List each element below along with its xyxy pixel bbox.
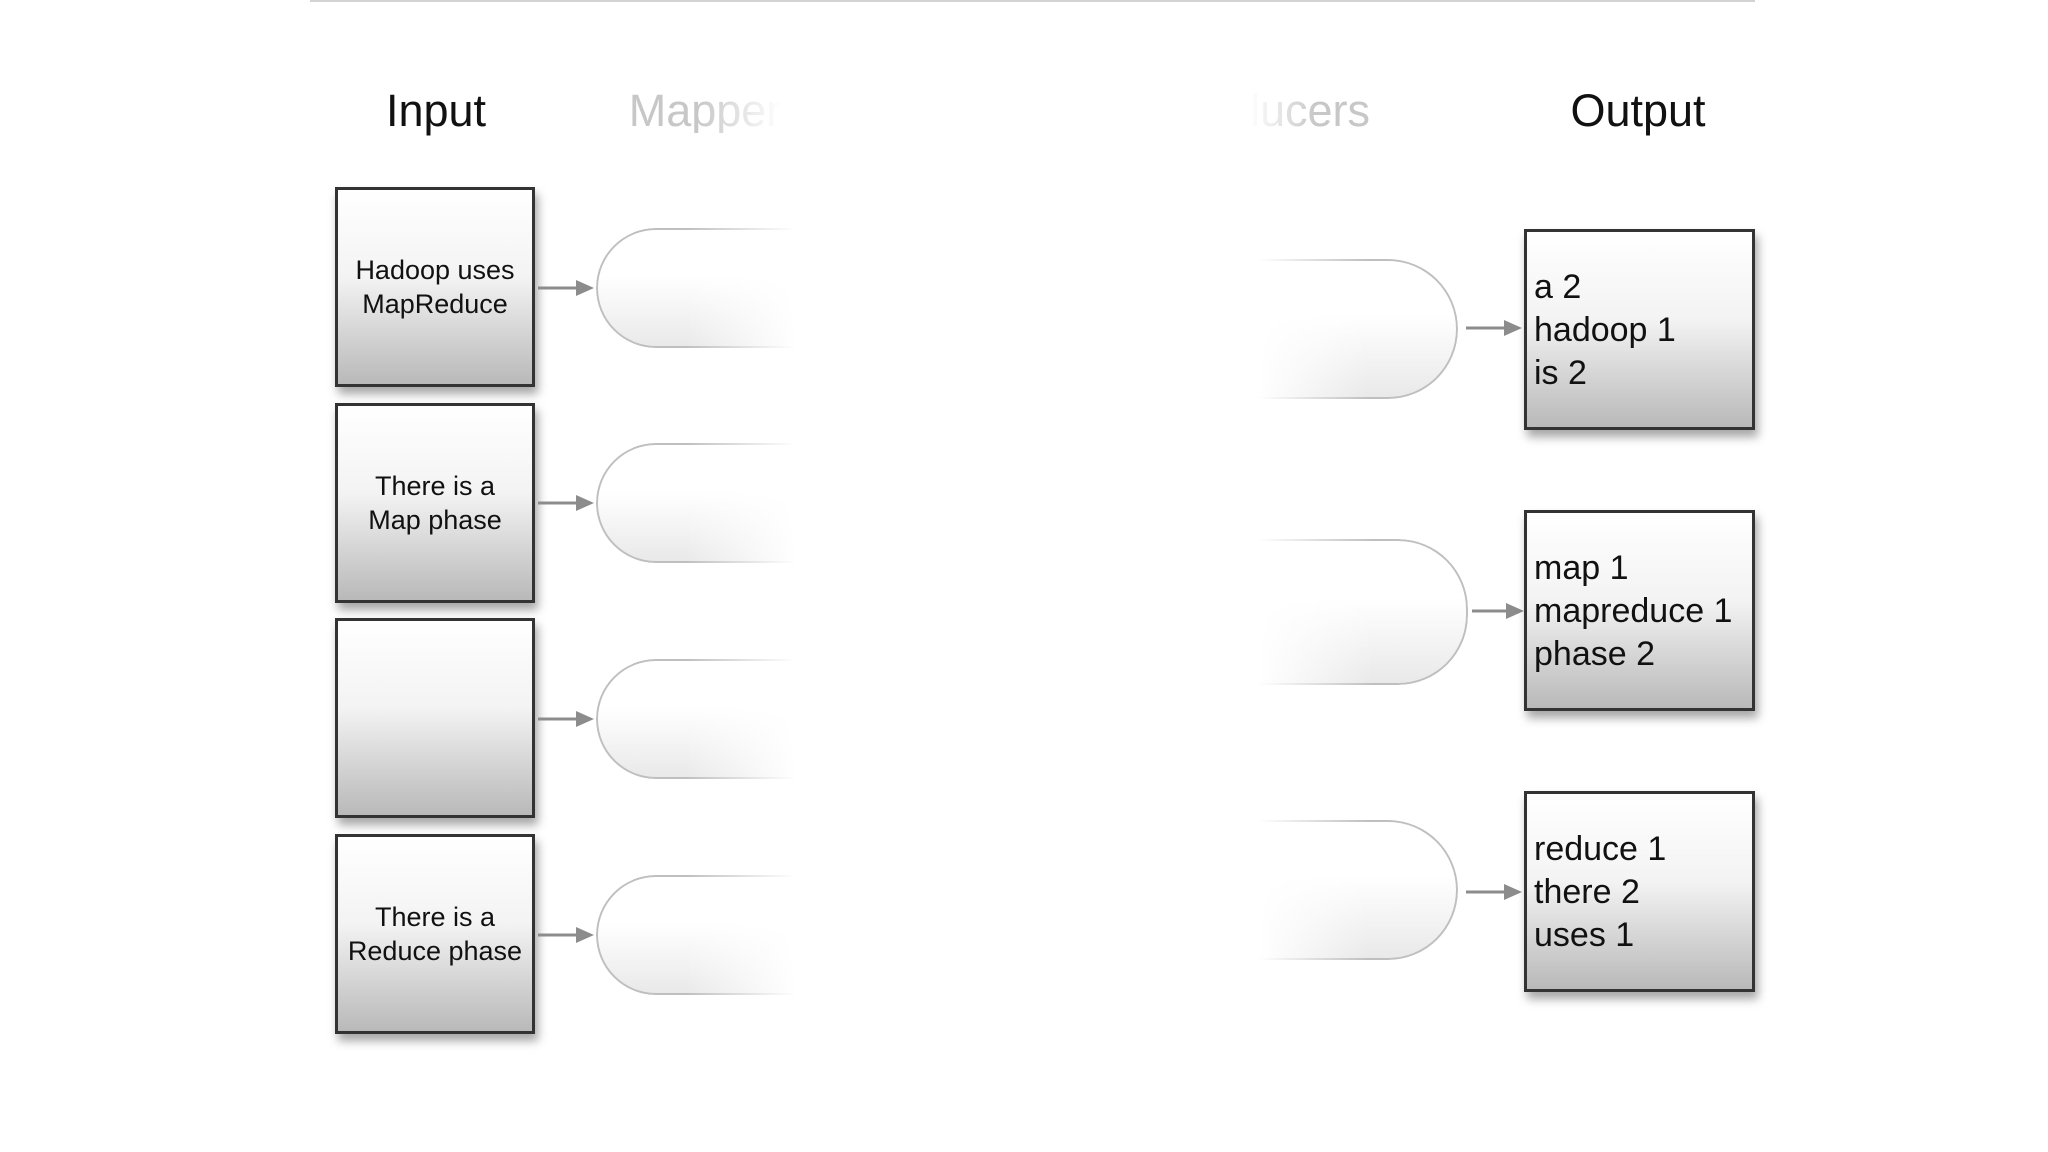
output-line: there 2 xyxy=(1534,873,1640,911)
mapper-node-1 xyxy=(596,228,796,348)
output-line: hadoop 1 xyxy=(1534,311,1676,349)
arrow-icon xyxy=(538,711,594,727)
output-box-2: map 1 mapreduce 1 phase 2 xyxy=(1524,510,1755,711)
output-line: a 2 xyxy=(1534,268,1582,306)
reducer-node-3 xyxy=(1258,820,1458,960)
output-box-3: reduce 1 there 2 uses 1 xyxy=(1524,791,1755,992)
mapper-node-4 xyxy=(596,875,796,995)
column-title-mappers: Mapper xyxy=(628,85,782,136)
reducer-node-2 xyxy=(1258,539,1468,685)
top-divider xyxy=(310,0,1755,2)
output-line: phase 2 xyxy=(1534,635,1655,673)
input-split-1: Hadoop uses MapReduce xyxy=(335,187,535,387)
column-title-reducers: lucers xyxy=(1249,85,1371,136)
mapper-node-2 xyxy=(596,443,796,563)
output-box-1: a 2 hadoop 1 is 2 xyxy=(1524,229,1755,430)
arrow-icon xyxy=(1466,884,1522,900)
output-line: is 2 xyxy=(1534,354,1587,392)
output-line: uses 1 xyxy=(1534,916,1635,954)
input-split-2: There is a Map phase xyxy=(335,403,535,603)
input-split-text: There is a Map phase xyxy=(368,471,502,535)
arrow-icon xyxy=(538,927,594,943)
mapper-node-3 xyxy=(596,659,796,779)
arrow-icon xyxy=(1466,320,1522,336)
input-split-text: There is a Reduce phase xyxy=(347,902,523,966)
reducer-node-1 xyxy=(1258,259,1458,399)
output-line: mapreduce 1 xyxy=(1534,592,1733,630)
column-title-output: Output xyxy=(1570,85,1706,136)
arrow-icon xyxy=(538,280,594,296)
arrow-icon xyxy=(538,495,594,511)
output-line: map 1 xyxy=(1534,549,1629,587)
arrow-icon xyxy=(1472,603,1524,619)
input-split-3 xyxy=(335,618,535,818)
output-line: reduce 1 xyxy=(1534,830,1667,868)
column-title-input: Input xyxy=(385,85,487,136)
input-split-4: There is a Reduce phase xyxy=(335,834,535,1034)
input-split-text: Hadoop uses MapReduce xyxy=(355,255,515,319)
